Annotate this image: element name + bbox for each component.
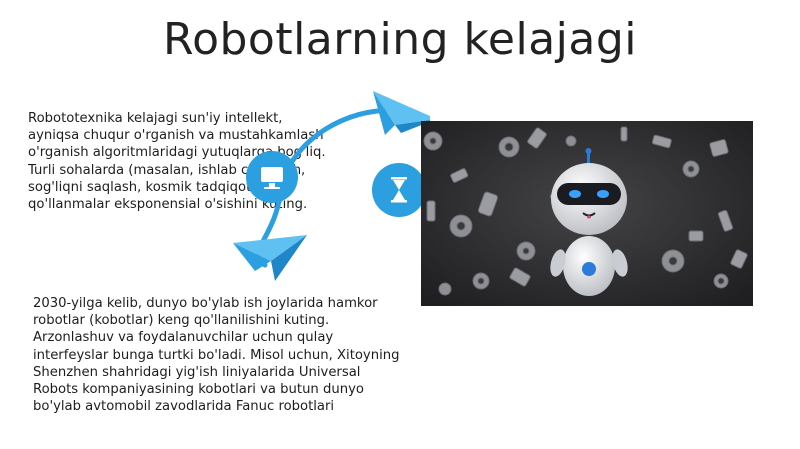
paragraph-ai-future: Robototexnika kelajagi sun'iy intellekt,…	[28, 111, 326, 213]
robot-image	[421, 121, 753, 306]
robot-figure	[550, 148, 628, 296]
paper-plane-icon-bottom	[233, 235, 307, 281]
paragraph-cobots: 2030-yilga kelib, dunyo bo'ylab ish joyl…	[33, 296, 400, 415]
hourglass-icon	[372, 163, 426, 217]
computer-icon	[246, 151, 298, 203]
cycle-diagram	[225, 85, 437, 295]
slide-title: Robotlarning kelajagi	[162, 14, 638, 65]
